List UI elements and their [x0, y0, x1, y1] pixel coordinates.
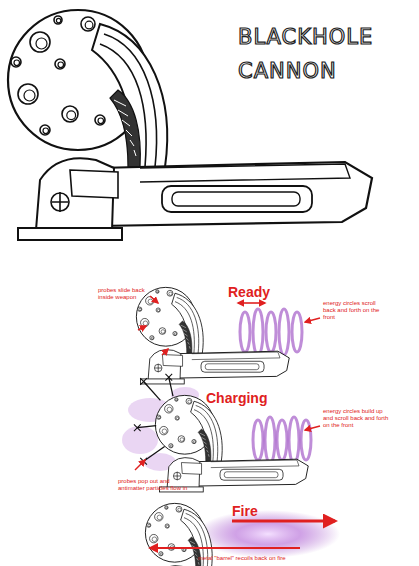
- annotation-note: probes pop out and antimatter particles …: [118, 478, 196, 492]
- red-arrow: [232, 520, 335, 523]
- barrel: [174, 351, 289, 378]
- crater: [173, 331, 177, 335]
- crater: [169, 444, 173, 448]
- red-arrow: [238, 302, 265, 304]
- blast: [196, 510, 340, 558]
- barrel: [193, 459, 308, 486]
- red-arrow: [305, 318, 320, 322]
- red-arrow: [138, 326, 146, 330]
- stand: [141, 350, 185, 384]
- red-arrow: [305, 426, 320, 430]
- crater: [159, 328, 166, 335]
- crater: [192, 439, 196, 443]
- crater: [159, 552, 163, 556]
- crater: [156, 290, 159, 293]
- crater: [156, 308, 160, 312]
- energy-circles: [240, 309, 302, 355]
- crater: [176, 506, 182, 512]
- crater: [95, 115, 105, 125]
- crater: [62, 106, 78, 122]
- barrel: [98, 162, 372, 226]
- state-heading: Fire: [232, 503, 292, 519]
- crater: [150, 336, 154, 340]
- muzzle-ring: [191, 401, 223, 461]
- annotation-note: metal "barrel" recoils back on fire: [198, 555, 328, 562]
- crater: [141, 318, 149, 326]
- crater: [165, 506, 168, 509]
- crater: [178, 436, 185, 443]
- crater: [165, 405, 173, 413]
- state-heading: Charging: [206, 390, 296, 406]
- crater: [11, 57, 21, 67]
- annotation-note: probes slide back inside weapon: [98, 287, 154, 301]
- crater: [147, 523, 151, 527]
- crater: [18, 84, 38, 104]
- red-arrow: [135, 460, 145, 470]
- crater: [138, 307, 142, 311]
- state-heading: Ready: [228, 284, 298, 300]
- probes: [134, 374, 173, 465]
- crater: [55, 59, 65, 69]
- annotation-note: energy circles scroll back and forth on …: [323, 300, 389, 321]
- annotation-note: energy circles build up and scroll back …: [323, 408, 389, 429]
- crater: [54, 16, 62, 24]
- crater: [160, 426, 168, 434]
- crater: [186, 398, 192, 404]
- crater: [167, 290, 173, 296]
- red-arrow: [150, 296, 158, 303]
- crater: [81, 17, 95, 31]
- crater: [30, 32, 50, 52]
- crater: [40, 125, 50, 135]
- crater: [155, 513, 163, 521]
- energy-circles: [253, 417, 311, 463]
- crater: [175, 398, 178, 401]
- red-arrow: [162, 349, 168, 355]
- stand: [18, 158, 122, 240]
- title: BLACKHOLE CANNON: [238, 20, 378, 88]
- crater: [175, 416, 179, 420]
- red-arrow: [150, 547, 300, 549]
- muzzle-ring: [172, 293, 204, 353]
- crater: [150, 534, 158, 542]
- muzzle-ring: [92, 24, 167, 167]
- crater: [165, 524, 169, 528]
- crater: [157, 415, 161, 419]
